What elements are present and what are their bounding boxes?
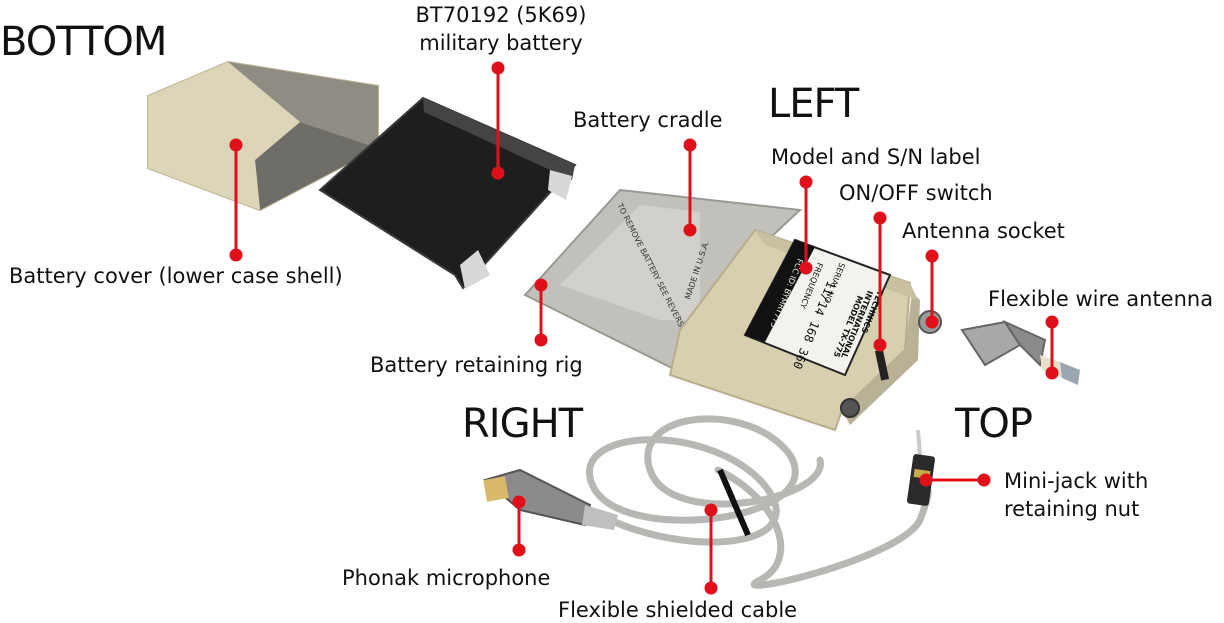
dot-mic-bottom (512, 543, 526, 557)
mini-jack-label-line2: retaining nut (1004, 497, 1140, 521)
battery-cradle-label: Battery cradle (573, 108, 723, 132)
battery-cover (147, 60, 379, 212)
cable-tie (717, 468, 751, 537)
view-bottom-heading: BOTTOM (0, 19, 167, 65)
dot-battery-top (491, 61, 505, 75)
cable-label: Flexible shielded cable (558, 598, 798, 622)
dot-rig-bottom (534, 333, 548, 347)
battery-kind-label: military battery (419, 31, 583, 55)
dot-label-top (799, 175, 813, 189)
dot-cradle-bottom (683, 223, 697, 237)
antenna-socket-label: Antenna socket (902, 219, 1065, 243)
phonak-microphone (482, 468, 618, 530)
dot-cable-top (704, 503, 718, 517)
retaining-rig-label: Battery retaining rig (370, 353, 583, 377)
callout-markers (229, 61, 1059, 595)
antenna-connector (960, 319, 1080, 385)
microphone-label: Phonak microphone (342, 566, 551, 590)
jack-socket (840, 398, 860, 418)
flexible-antenna-label: Flexible wire antenna (988, 287, 1214, 311)
dot-socket-bottom (925, 315, 939, 329)
shielded-cable (586, 415, 932, 589)
dot-cradle-top (683, 138, 697, 152)
battery-cover-label: Battery cover (lower case shell) (9, 264, 343, 288)
on-off-switch-label: ON/OFF switch (839, 181, 993, 205)
dot-socket-top (925, 249, 939, 263)
view-right-heading: RIGHT (462, 401, 583, 447)
dot-rig-top (534, 278, 548, 292)
dot-jack-right (977, 473, 991, 487)
dot-antenna-top (1045, 315, 1059, 329)
view-left-heading: LEFT (768, 81, 859, 127)
dot-jack-left (919, 473, 933, 487)
dot-switch-bottom (873, 338, 887, 352)
dot-antenna-bottom (1045, 366, 1059, 380)
dot-cover-top (229, 138, 243, 152)
model-sn-label: Model and S/N label (771, 145, 981, 169)
battery-cradle: TO REMOVE BATTERY SEE REVERSE SIDE MADE … (523, 188, 803, 374)
dot-label-bottom (799, 261, 813, 275)
battery-model-label: BT70192 (5K69) (415, 3, 587, 27)
dot-cable-bottom (704, 581, 718, 595)
dot-cover-bottom (229, 248, 243, 262)
dot-battery-bottom (491, 166, 505, 180)
mini-jack-label-line1: Mini-jack with (1004, 469, 1149, 493)
dot-mic-top (512, 495, 526, 509)
view-top-heading: TOP (955, 401, 1033, 447)
transmitter-body: TECHNICS INTERNATIONAL MODEL TX-775 SERI… (668, 228, 942, 432)
dot-switch-top (873, 211, 887, 225)
on-off-switch (874, 349, 890, 381)
